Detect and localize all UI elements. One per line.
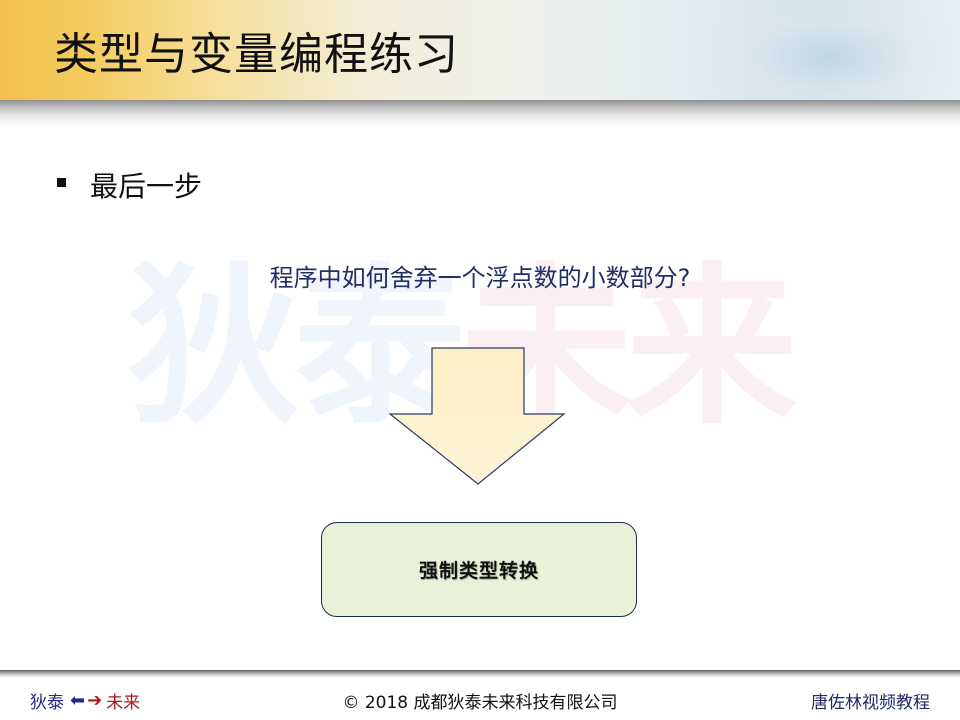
slide-title: 类型与变量编程练习 <box>54 29 459 80</box>
down-arrow-icon <box>388 347 566 485</box>
result-box: 强制类型转换 <box>321 522 637 617</box>
footer-brand-part2: 未来 <box>106 693 141 713</box>
square-bullet-icon <box>57 178 66 187</box>
watermark: 狄泰未来 <box>128 262 798 434</box>
title-band-highlight <box>700 0 960 104</box>
arrow-right-icon: ➔ <box>87 689 103 711</box>
footer-copyright: © 2018 成都狄泰未来科技有限公司 <box>342 693 618 713</box>
title-band: 类型与变量编程练习 <box>0 0 960 104</box>
question-text: 程序中如何舍弃一个浮点数的小数部分? <box>269 264 691 292</box>
footer-divider <box>0 670 960 678</box>
footer-brand-part1: 狄泰 <box>30 693 64 713</box>
down-arrow-shape <box>388 347 566 485</box>
bullet-text: 最后一步 <box>90 170 203 203</box>
result-box-label: 强制类型转换 <box>418 560 539 582</box>
footer-course: 唐佐林视频教程 <box>811 693 930 713</box>
watermark-left: 狄泰 <box>128 247 466 448</box>
footer-brand: 狄泰 ⬅➔ 未来 <box>30 688 140 713</box>
title-band-shadow <box>0 100 960 126</box>
arrow-left-icon: ⬅ <box>70 689 86 711</box>
